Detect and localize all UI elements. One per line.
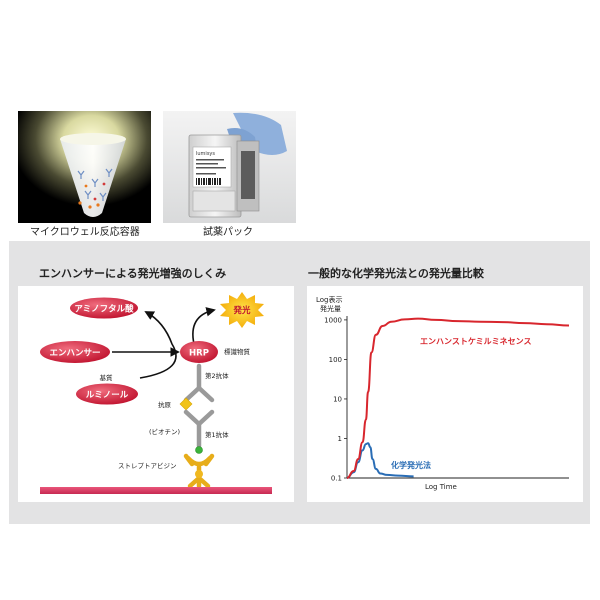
biotin-dot	[195, 446, 203, 454]
y-tick-label: 100	[329, 356, 342, 364]
y-axis-label-line1: Log表示	[316, 295, 343, 304]
y-axis-label-line2: 発光量	[320, 304, 341, 313]
substrate-label: 基質	[100, 373, 114, 382]
enhancer-label: エンハンサー	[49, 349, 100, 359]
streptavidin-label: ストレプトアビジン	[118, 461, 177, 470]
biotin-label: (ビオチン)	[149, 427, 180, 436]
photo-microwell	[18, 111, 151, 223]
series-line-chemilum	[346, 442, 414, 479]
enhancer-node: エンハンサー	[40, 341, 110, 363]
hakko-node: 発光	[220, 292, 264, 328]
y-tick-label: 10	[333, 395, 342, 403]
series-line-enhanced	[346, 317, 570, 479]
luminol-node: ルミノール	[76, 383, 138, 405]
solid-phase-base	[40, 487, 272, 494]
photo-reagent-pack: lumisys	[163, 111, 296, 223]
primary-antibody	[183, 409, 215, 449]
primary-antibody-label: 第1抗体	[205, 430, 229, 439]
hakko-label: 発光	[232, 305, 251, 316]
luminol-label: ルミノール	[86, 391, 129, 401]
y-tick-label: 0.1	[331, 475, 342, 483]
left-section-title: エンハンサーによる発光増強のしくみ	[39, 267, 227, 280]
hrp-label: HRP	[189, 349, 209, 359]
luminescence-chart: Log表示 発光量 0.1 1 10 100 1000 Log Time エンハンストケ…	[307, 286, 583, 502]
antigen-label: 抗原	[158, 400, 172, 409]
antigen-diamond	[179, 397, 193, 411]
right-section-title: 一般的な化学発光法との発光量比較	[308, 267, 484, 280]
x-axis-label: Log Time	[425, 483, 457, 491]
y-tick-label: 1000	[324, 316, 342, 324]
series-label-chemilum: 化学発光法	[391, 460, 431, 470]
secondary-antibody	[183, 363, 215, 403]
label-substance-text: 標識物質	[224, 347, 251, 356]
series-label-enhanced: エンハンストケミルミネセンス	[420, 336, 531, 346]
mechanism-diagram: アミノフタル酸 発光 エンハンサー HRP 標識物質 基質 ルミノール	[18, 286, 294, 502]
aminophthalate-node: アミノフタル酸	[70, 297, 138, 319]
luminol-to-aminophthalate-arrow	[139, 311, 177, 379]
secondary-antibody-label: 第2抗体	[205, 371, 229, 380]
y-tick-label: 1	[338, 435, 342, 443]
pack-label: lumisys	[196, 151, 215, 157]
caption-microwell: マイクロウェル反応容器	[30, 227, 140, 238]
caption-reagent-pack: 試薬パック	[203, 227, 253, 238]
aminophthalate-label: アミノフタル酸	[74, 304, 134, 315]
hrp-node: HRP	[180, 341, 218, 363]
hrp-to-hakko-arrow	[192, 307, 216, 345]
